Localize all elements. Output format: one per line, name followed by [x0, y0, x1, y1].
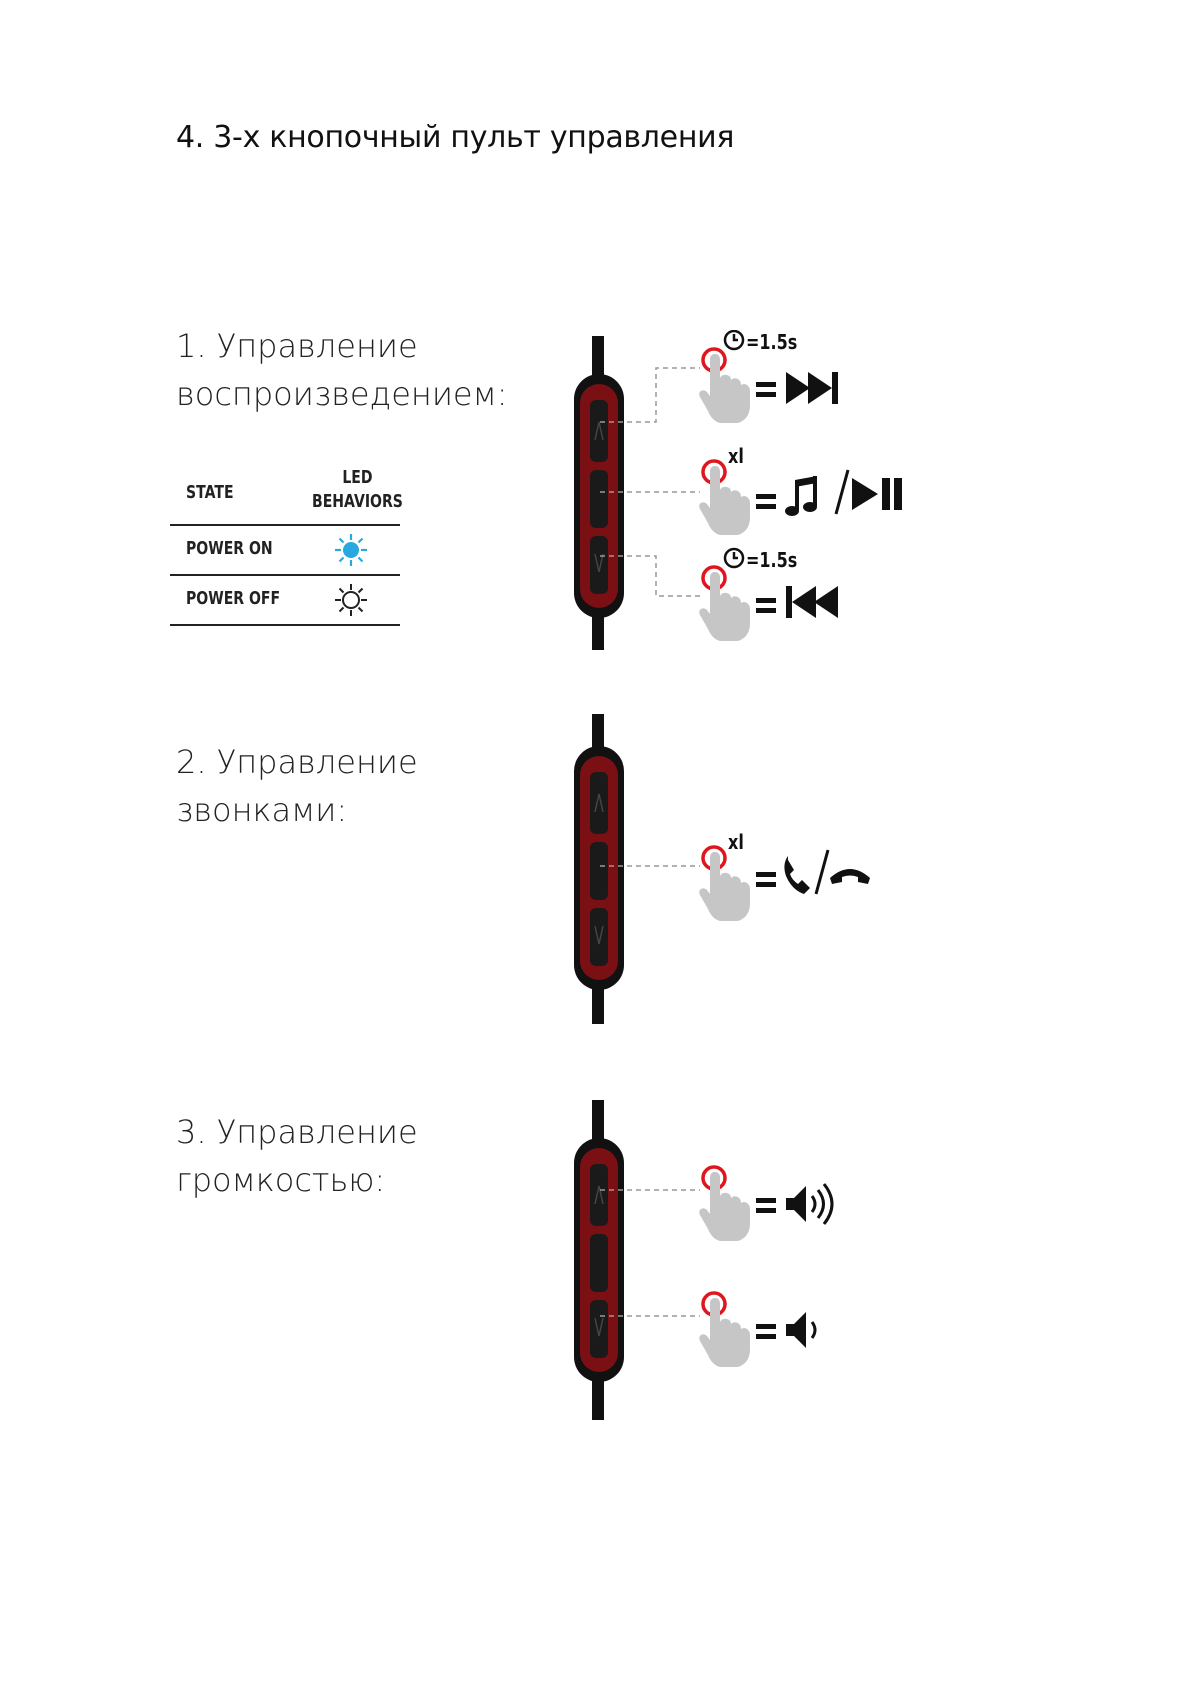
column-header-led-line: LED	[342, 467, 373, 488]
column-header-led-line: BEHAVIORS	[312, 491, 403, 512]
column-header-state: STATE	[186, 482, 234, 503]
section-heading-volume: 3. Управление громкостью:	[176, 1108, 418, 1204]
remote-diagram-playback: =1.5s xl =1.5s	[560, 329, 920, 657]
finger-press-icon	[697, 1291, 752, 1369]
led-table-header: STATE LED BEHAVIORS	[170, 460, 403, 524]
section-heading-line: 3. Управление	[176, 1113, 418, 1151]
remote-control-illustration	[573, 1099, 834, 1421]
previous-track-icon	[786, 586, 838, 618]
single-press-label: xl	[728, 444, 744, 468]
led-off-icon	[335, 584, 367, 616]
clock-icon	[723, 329, 745, 351]
section-heading-line: звонками:	[176, 791, 348, 829]
page-title: 4. 3-х кнопочный пульт управления	[176, 120, 735, 155]
finger-press-icon	[697, 347, 752, 425]
section-heading-line: 2. Управление	[176, 743, 418, 781]
remote-control-illustration	[573, 329, 902, 657]
remote-control-illustration	[573, 707, 870, 1029]
section-heading-calls: 2. Управление звонками:	[176, 738, 418, 834]
clock-icon	[723, 547, 745, 569]
section-heading-playback: 1. Управление воспроизведением:	[176, 322, 508, 418]
table-row: POWER ON	[170, 524, 400, 574]
led-behavior-table: STATE LED BEHAVIORS POWER ON POWER OFF	[170, 460, 403, 626]
state-power-off: POWER OFF	[186, 588, 281, 609]
music-note-icon	[785, 476, 817, 516]
phone-answer-icon	[784, 856, 810, 894]
section-heading-line: 1. Управление	[176, 327, 418, 365]
state-power-on: POWER ON	[186, 538, 273, 559]
section-heading-line: громкостью:	[176, 1161, 386, 1199]
column-header-led: LED BEHAVIORS	[312, 466, 403, 514]
play-pause-icon	[852, 478, 902, 510]
single-press-label: xl	[728, 830, 744, 854]
next-track-icon	[786, 372, 838, 404]
section-heading-line: воспроизведением:	[176, 375, 508, 413]
finger-press-icon	[697, 845, 752, 923]
volume-up-icon	[786, 1183, 834, 1225]
led-on-blue-icon	[335, 534, 367, 566]
finger-press-icon	[697, 1165, 752, 1243]
hold-time-label: =1.5s	[746, 330, 798, 354]
table-row: POWER OFF	[170, 574, 400, 626]
phone-hangup-icon	[830, 869, 870, 884]
finger-press-icon	[697, 565, 752, 643]
hold-time-label: =1.5s	[746, 548, 798, 572]
finger-press-icon	[697, 459, 752, 537]
volume-down-icon	[786, 1312, 817, 1348]
remote-diagram-calls: xl	[560, 707, 920, 1029]
remote-diagram-volume	[560, 1099, 920, 1425]
